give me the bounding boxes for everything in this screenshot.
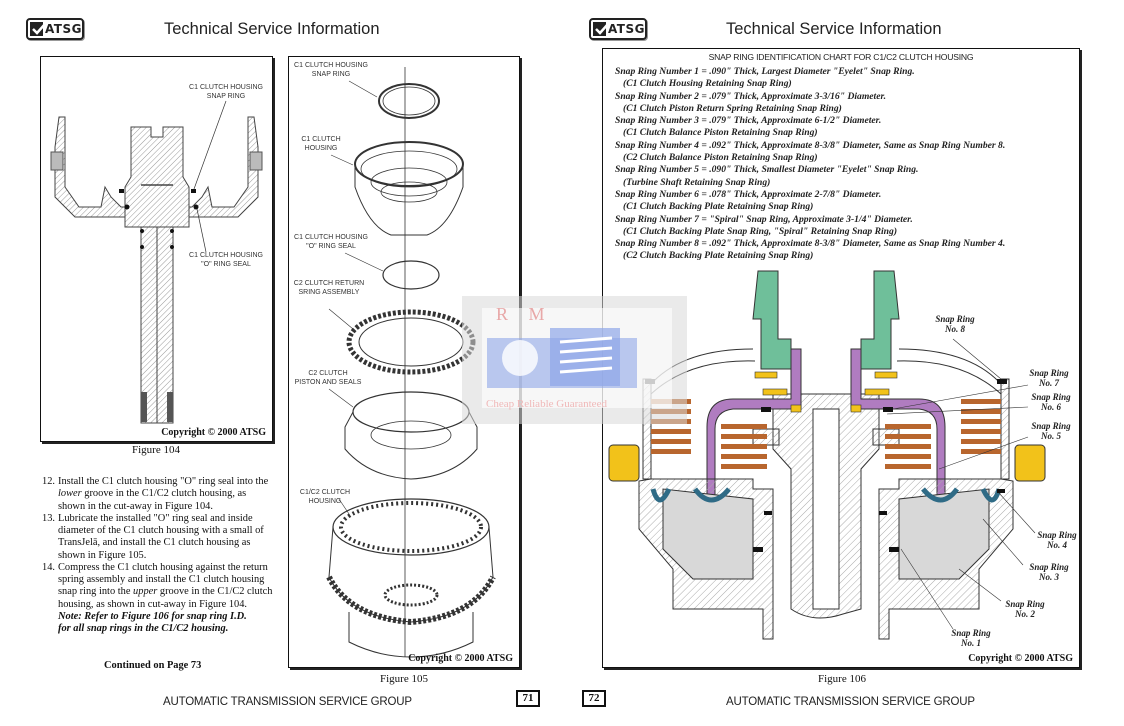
checkmark-icon — [30, 22, 46, 36]
clutch-cutaway-drawing — [50, 100, 263, 424]
snap-ring-chart-title: SNAP RING IDENTIFICATION CHART FOR C1/C2… — [708, 52, 974, 62]
copyright-105: Copyright © 2000 ATSG — [408, 653, 513, 664]
snap-ring-4: Snap Ring Number 4 = .092" Thick, Approx… — [615, 139, 1006, 164]
step-13: 13.Lubricate the installed "O" ring seal… — [42, 512, 264, 561]
step-12: 12.Install the C1 clutch housing "O" rin… — [42, 476, 269, 512]
watermark-letters: R M — [496, 304, 553, 324]
instruction-steps: 12.Install the C1 clutch housing "O" rin… — [42, 476, 274, 635]
snap-ring-5: Snap Ring Number 5 = .090" Thick, Smalle… — [615, 164, 919, 188]
snap-ring-chart-list: Snap Ring Number 1 = .090" Thick, Larges… — [615, 66, 1077, 263]
snap-ring-6: Snap Ring Number 6 = .078" Thick, Approx… — [615, 188, 882, 213]
copyright-106: Copyright © 2000 ATSG — [968, 653, 1073, 664]
continued-on-page: Continued on Page 73 — [104, 660, 202, 671]
figure-104-caption: Figure 104 — [132, 444, 180, 456]
page-number-left: 71 — [516, 690, 540, 707]
snap-ring-3: Snap Ring Number 3 = .079" Thick, Approx… — [615, 115, 882, 139]
atsg-logo-left: ATSG — [26, 18, 84, 40]
logo-text: ATSG — [607, 22, 645, 36]
logo-text: ATSG — [44, 22, 82, 36]
snap-ring-7: Snap Ring Number 7 = "Spiral" Snap Ring,… — [615, 213, 913, 237]
figure-105-caption: Figure 105 — [380, 673, 428, 685]
snap-ring-1: Snap Ring Number 1 = .090" Thick, Larges… — [615, 66, 915, 90]
label-105-oring: C1 CLUTCH HOUSING"O" RING SEAL — [294, 234, 368, 250]
footer-right: AUTOMATIC TRANSMISSION SERVICE GROUP — [726, 696, 975, 708]
footer-left: AUTOMATIC TRANSMISSION SERVICE GROUP — [163, 696, 412, 708]
snap-ring-2: Snap Ring Number 2 = .079" Thick, Approx… — [615, 90, 887, 114]
watermark-tagline: Cheap Reliable Guaranteed — [486, 398, 607, 410]
checkmark-icon — [593, 22, 609, 36]
copyright-104: Copyright © 2000 ATSG — [161, 427, 266, 438]
figure-106-caption: Figure 106 — [818, 673, 866, 685]
page-title-left: Technical Service Information — [164, 20, 380, 38]
note: Note: Refer to Figure 106 for snap ring … — [58, 610, 247, 635]
page-title-right: Technical Service Information — [726, 20, 942, 38]
snap-ring-8: Snap Ring Number 8 = .092" Thick, Approx… — [615, 238, 1006, 262]
step-14: 14.Compress the C1 clutch housing agains… — [42, 561, 273, 610]
snap-ring-cutaway-drawing — [608, 270, 1046, 640]
label-c1-oring-seal: C1 CLUTCH HOUSING"O" RING SEAL — [189, 252, 263, 268]
page-number-right: 72 — [582, 690, 606, 707]
watermark-logo — [462, 296, 687, 424]
atsg-logo-right: ATSG — [589, 18, 647, 40]
